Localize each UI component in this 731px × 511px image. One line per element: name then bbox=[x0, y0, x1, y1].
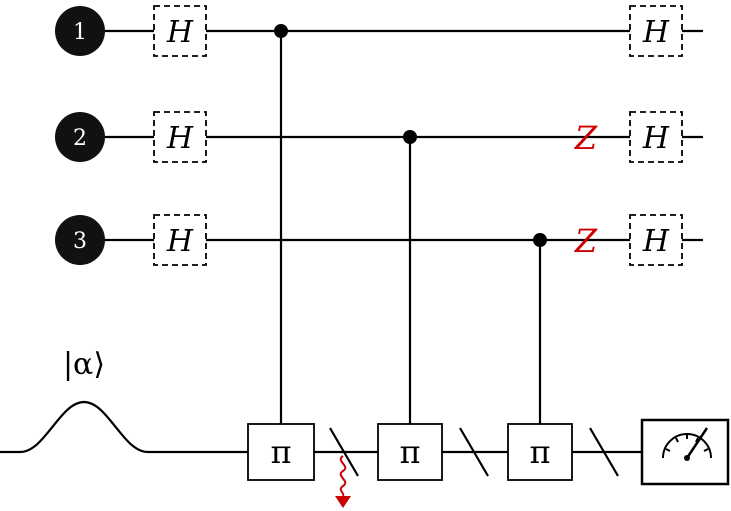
phase-gate-1: π bbox=[247, 423, 315, 481]
svg-text:H: H bbox=[642, 121, 670, 156]
coherent-state-label: |α⟩ bbox=[63, 347, 105, 382]
svg-text:H: H bbox=[166, 224, 194, 259]
qubit-2-node: 2 bbox=[55, 112, 105, 162]
qubit-1-node: 1 bbox=[55, 6, 105, 56]
qubit-3-node: 3 bbox=[55, 215, 105, 265]
hadamard-gate-1a: H bbox=[153, 5, 207, 57]
hadamard-gate-1b: H bbox=[629, 5, 683, 57]
svg-text:H: H bbox=[166, 15, 194, 50]
phase-gate-3: π bbox=[507, 423, 573, 481]
hadamard-gate-3a: H bbox=[153, 214, 207, 266]
svg-text:2: 2 bbox=[73, 126, 87, 151]
svg-text:π: π bbox=[270, 433, 291, 471]
hadamard-gate-2a: H bbox=[153, 111, 207, 163]
loss-slash-1 bbox=[329, 427, 359, 477]
loss-slash-2 bbox=[459, 427, 489, 477]
wavy-down-arrow-icon bbox=[335, 455, 351, 508]
meter-gauge-icon bbox=[640, 418, 730, 486]
z-gate-3: Z bbox=[574, 222, 598, 260]
svg-text:H: H bbox=[166, 121, 194, 156]
svg-text:1: 1 bbox=[73, 20, 87, 45]
phase-gate-2: π bbox=[377, 423, 443, 481]
z-gate-2: Z bbox=[574, 119, 598, 157]
hadamard-gate-2b: H bbox=[629, 111, 683, 163]
control-line-1 bbox=[274, 24, 288, 424]
control-line-3 bbox=[533, 233, 547, 424]
svg-text:H: H bbox=[642, 224, 670, 259]
svg-text:π: π bbox=[529, 433, 550, 471]
svg-text:3: 3 bbox=[73, 229, 87, 254]
mode-wire bbox=[0, 400, 642, 454]
svg-text:π: π bbox=[399, 433, 420, 471]
loss-slash-3 bbox=[589, 427, 619, 477]
svg-text:H: H bbox=[642, 15, 670, 50]
control-line-2 bbox=[403, 130, 417, 424]
hadamard-gate-3b: H bbox=[629, 214, 683, 266]
